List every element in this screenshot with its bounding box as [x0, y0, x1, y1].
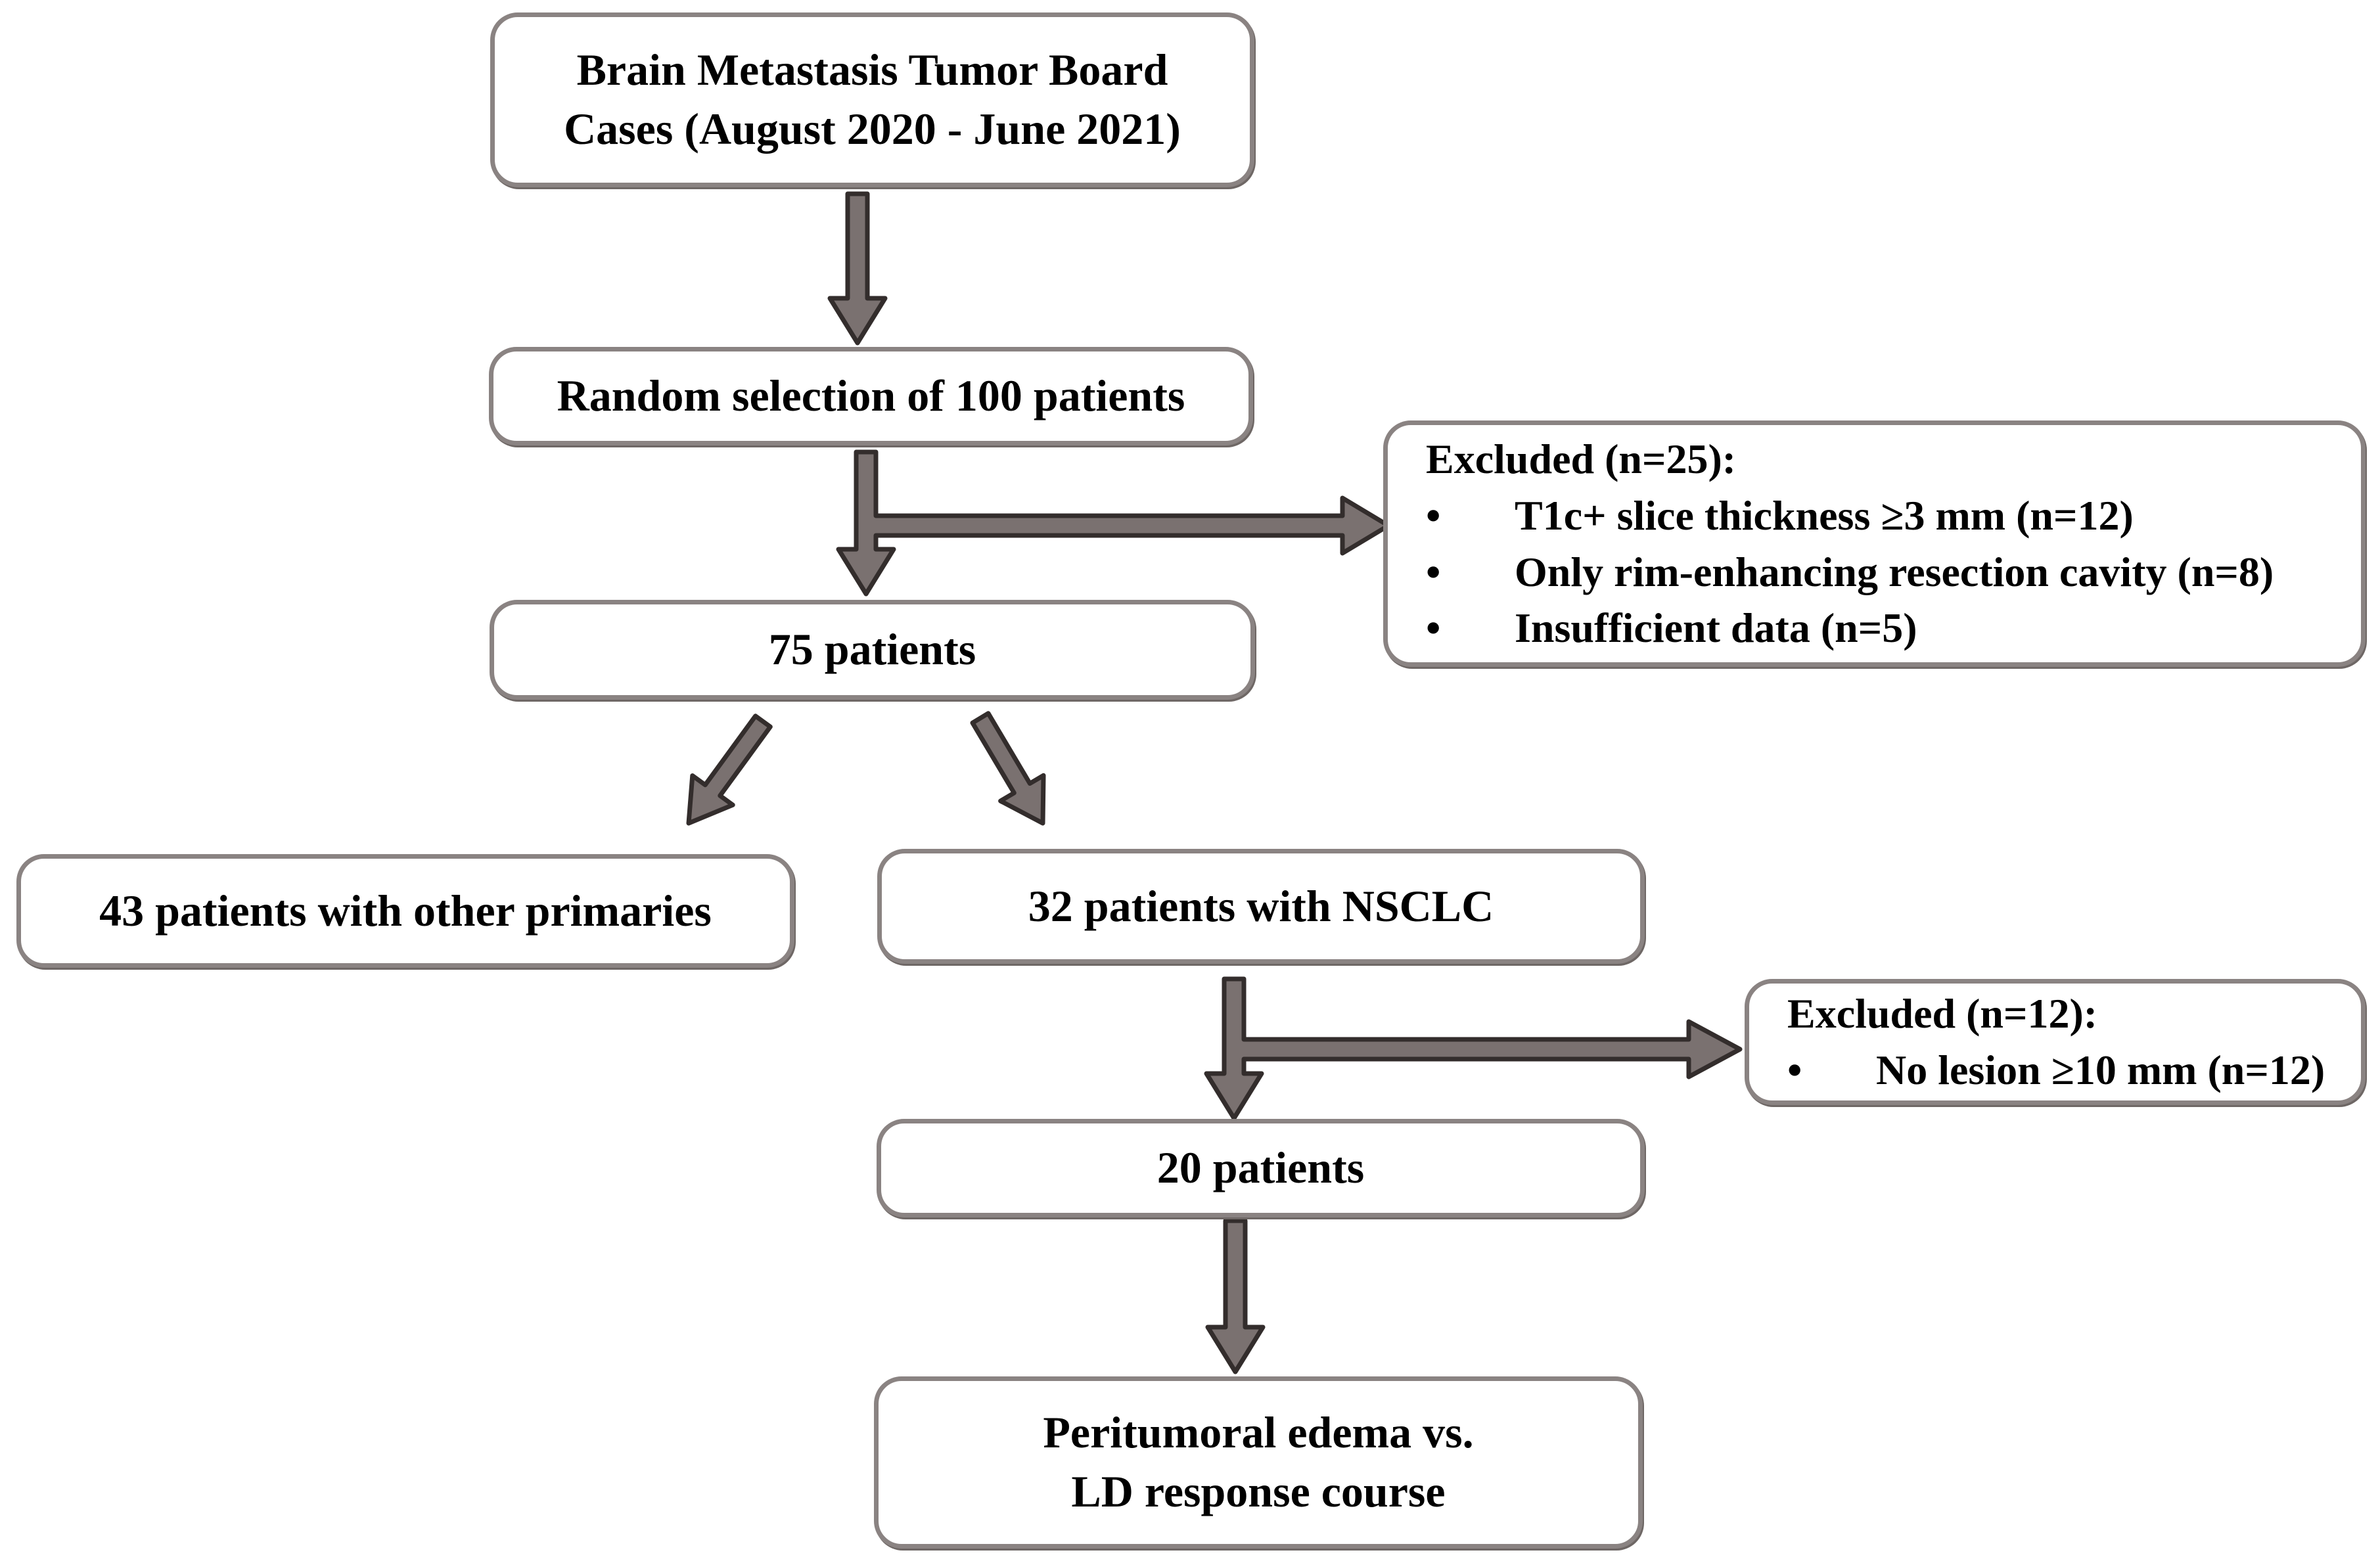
tumor-board-line1: Brain Metastasis Tumor Board: [576, 45, 1168, 95]
arrow-down-icon-tumorboard-to-random: [827, 191, 888, 346]
excluded-n25-heading: Excluded (n=25):: [1426, 436, 1737, 482]
arrow-down-icon-random-to-75-with-excluded-branch: [836, 449, 1391, 597]
excluded-n25-item: • Only rim-enhancing resection cavity (n…: [1426, 544, 2341, 600]
excluded-n25-item: • Insufficient data (n=5): [1426, 600, 2341, 656]
arrow-diagonal-icon-75-to-nsclc: [970, 711, 1046, 826]
box-75-patients: 75 patients: [490, 600, 1255, 700]
bullet-icon: •: [1426, 604, 1441, 652]
75-patients-label: 75 patients: [768, 624, 976, 675]
bullet-icon: •: [1426, 491, 1441, 539]
tumor-board-line2: Cases (August 2020 - June 2021): [564, 104, 1181, 154]
other-primaries-label: 43 patients with other primaries: [99, 885, 712, 936]
box-nsclc: 32 patients with NSCLC: [877, 849, 1645, 964]
arrow-down-icon-20-to-outcome: [1205, 1218, 1266, 1374]
box-20-patients: 20 patients: [877, 1119, 1645, 1217]
box-other-primaries: 43 patients with other primaries: [16, 854, 794, 968]
excluded-n12-heading: Excluded (n=12):: [1787, 990, 2098, 1037]
bullet-icon: •: [1787, 1047, 1802, 1093]
excluded-n12-item: • No lesion ≥10 mm (n=12): [1787, 1042, 2341, 1099]
excluded-n25-item-text: Only rim-enhancing resection cavity (n=8…: [1515, 548, 2274, 595]
20-patients-label: 20 patients: [1156, 1143, 1365, 1193]
nsclc-label: 32 patients with NSCLC: [1028, 880, 1494, 931]
excluded-n25-item-text: Insufficient data (n=5): [1515, 604, 1917, 652]
box-random-selection: Random selection of 100 patients: [489, 347, 1253, 445]
arrow-down-icon-nsclc-to-20-with-excluded-branch: [1204, 976, 1743, 1121]
box-tumor-board-cases: Brain Metastasis Tumor Board Cases (Augu…: [490, 12, 1254, 187]
random-selection-label: Random selection of 100 patients: [557, 371, 1185, 421]
excluded-n12-item-text: No lesion ≥10 mm (n=12): [1876, 1047, 2325, 1093]
outcome-line1: Peritumoral edema vs.: [1043, 1407, 1474, 1458]
box-excluded-n12: Excluded (n=12): • No lesion ≥10 mm (n=1…: [1745, 979, 2366, 1105]
bullet-icon: •: [1426, 548, 1441, 595]
excluded-n25-item-text: T1c+ slice thickness ≥3 mm (n=12): [1515, 491, 2134, 539]
box-excluded-n25: Excluded (n=25): • T1c+ slice thickness …: [1383, 420, 2366, 667]
box-outcome: Peritumoral edema vs. LD response course: [874, 1376, 1643, 1549]
outcome-line2: LD response course: [1071, 1466, 1446, 1516]
arrow-diagonal-icon-75-to-other-primaries: [686, 714, 773, 826]
excluded-n25-item: • T1c+ slice thickness ≥3 mm (n=12): [1426, 487, 2341, 544]
